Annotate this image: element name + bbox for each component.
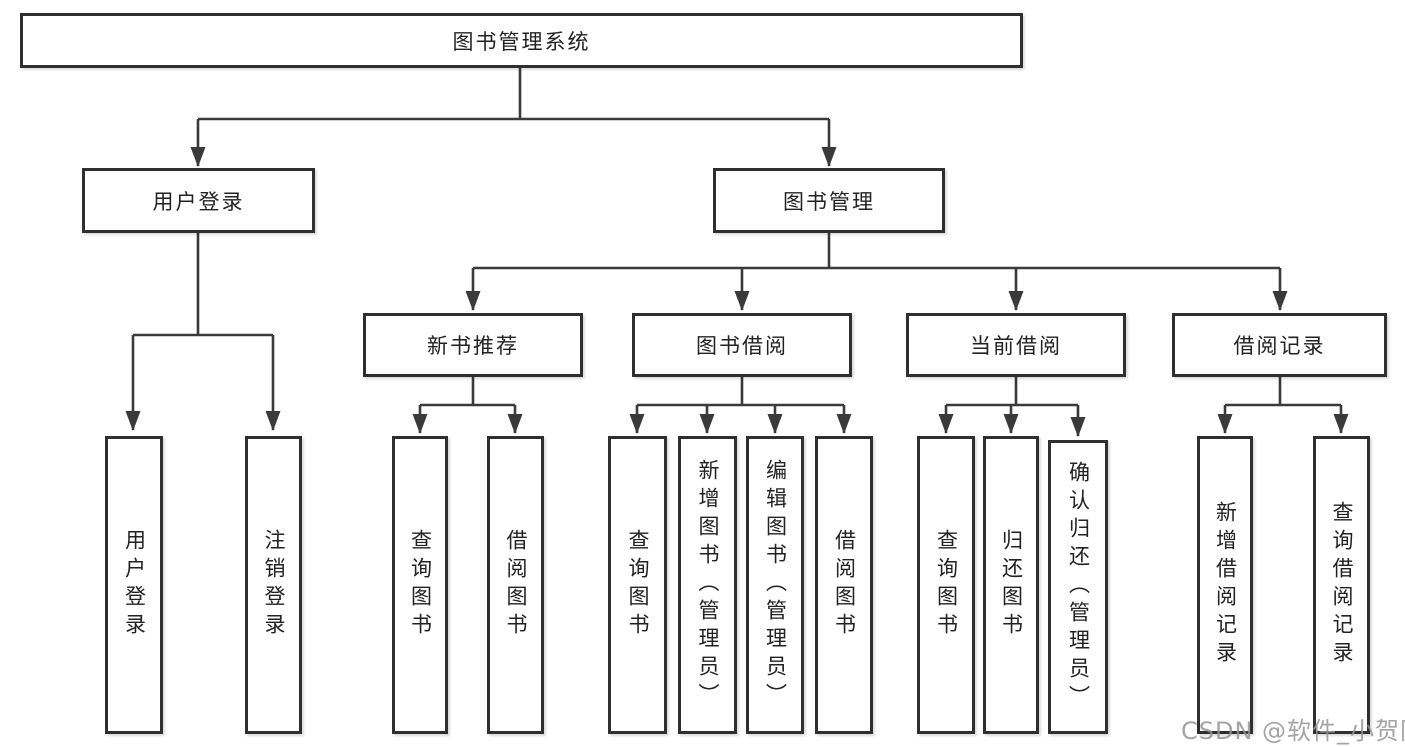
leaf-edit-books-admin: 编辑图书（管理员）: [746, 436, 804, 734]
leaf-label: 查询图书: [408, 529, 433, 641]
node-label: 图书借阅: [696, 334, 788, 358]
node-user-login: 用户登录: [82, 168, 315, 233]
leaf-label: 查询图书: [626, 529, 650, 641]
leaf-query-borrow-record: 查询借阅记录: [1313, 436, 1370, 734]
leaf-user-login: 用户登录: [105, 436, 163, 734]
leaf-label: 查询借阅记录: [1330, 501, 1354, 669]
node-label: 借阅记录: [1233, 334, 1326, 358]
node-book-management: 图书管理: [713, 168, 945, 233]
leaf-confirm-return-admin: 确认归还（管理员）: [1048, 440, 1108, 734]
leaf-query-books-borrow: 查询图书: [608, 436, 667, 734]
leaf-label: 查询图书: [934, 529, 959, 641]
csdn-watermark: CSDN @软件_小贺同学: [1181, 717, 1405, 745]
leaf-borrow-books: 借阅图书: [815, 436, 873, 734]
node-book-borrow: 图书借阅: [632, 313, 852, 377]
node-new-book-recommend: 新书推荐: [363, 313, 583, 377]
node-label: 新书推荐: [427, 334, 519, 358]
leaf-borrow-books-recommend: 借阅图书: [487, 436, 544, 734]
leaf-label: 确认归还（管理员）: [1066, 461, 1091, 713]
leaf-label: 借阅图书: [504, 529, 528, 641]
leaf-label: 新增图书（管理员）: [696, 459, 720, 711]
leaf-add-books-admin: 新增图书（管理员）: [678, 436, 737, 734]
leaf-query-books-current: 查询图书: [917, 436, 975, 734]
leaf-return-books: 归还图书: [983, 436, 1039, 734]
node-label: 图书管理: [783, 189, 875, 214]
leaf-label: 归还图书: [999, 529, 1024, 641]
leaf-label: 注销登录: [262, 529, 286, 641]
connector-group: [125, 68, 1349, 437]
leaf-label: 新增借阅记录: [1213, 501, 1238, 669]
node-label: 当前借阅: [970, 334, 1062, 358]
leaf-add-borrow-record: 新增借阅记录: [1197, 436, 1253, 734]
node-current-borrow: 当前借阅: [906, 313, 1126, 377]
node-label: 图书管理系统: [452, 29, 591, 54]
node-root-system: 图书管理系统: [20, 13, 1023, 68]
leaf-query-books-recommend: 查询图书: [392, 436, 448, 734]
node-borrow-record: 借阅记录: [1172, 313, 1387, 377]
leaf-label: 编辑图书（管理员）: [763, 459, 788, 711]
leaf-label: 用户登录: [122, 529, 147, 641]
node-label: 用户登录: [152, 189, 245, 214]
leaf-label: 借阅图书: [832, 529, 857, 641]
leaf-logout: 注销登录: [245, 436, 302, 734]
